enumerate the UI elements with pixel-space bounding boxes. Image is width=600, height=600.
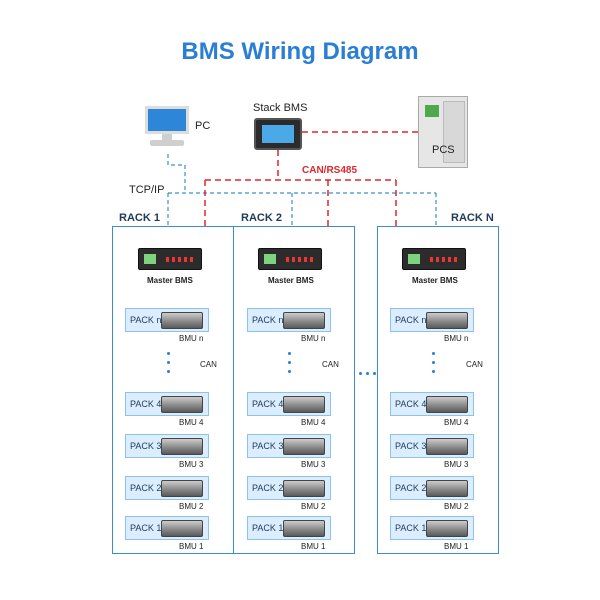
pack-label: PACK n bbox=[395, 315, 427, 325]
bmu-label: BMU 2 bbox=[444, 502, 469, 511]
pack-label: PACK 1 bbox=[130, 523, 162, 533]
stack-bms-label: Stack BMS bbox=[253, 102, 308, 114]
pc-link-line bbox=[167, 154, 186, 193]
pack-row-rack3-5: PACK 1 bbox=[390, 516, 474, 540]
master-bms-icon bbox=[138, 248, 202, 270]
pack-label: PACK 2 bbox=[252, 483, 284, 493]
battery-pack-icon bbox=[161, 480, 203, 497]
pack-row-rack1-1: PACK n bbox=[125, 308, 209, 332]
pcs-cabinet-icon bbox=[418, 96, 468, 168]
bmu-label: BMU 3 bbox=[179, 460, 204, 469]
bmu-label: BMU 3 bbox=[444, 460, 469, 469]
pack-ellipsis-rack2 bbox=[288, 352, 291, 379]
bmu-label: BMU 3 bbox=[301, 460, 326, 469]
pack-ellipsis-rack1 bbox=[167, 352, 170, 379]
battery-pack-icon bbox=[426, 438, 468, 455]
tcpip-label: TCP/IP bbox=[129, 184, 165, 196]
pack-row-rack3-1: PACK n bbox=[390, 308, 474, 332]
pack-row-rack1-3: PACK 3 bbox=[125, 434, 209, 458]
battery-pack-icon bbox=[426, 396, 468, 413]
pcs-label: PCS bbox=[432, 144, 455, 156]
master-bms-icon bbox=[258, 248, 322, 270]
pack-label: PACK n bbox=[252, 315, 284, 325]
pack-row-rack2-1: PACK n bbox=[247, 308, 331, 332]
battery-pack-icon bbox=[283, 520, 325, 537]
bmu-label: BMU n bbox=[179, 334, 204, 343]
master-bms-label-rackn: Master BMS bbox=[412, 276, 458, 285]
pack-label: PACK 1 bbox=[252, 523, 284, 533]
master-bms-icon bbox=[402, 248, 466, 270]
battery-pack-icon bbox=[283, 438, 325, 455]
battery-pack-icon bbox=[161, 520, 203, 537]
battery-pack-icon bbox=[426, 312, 468, 329]
stack-bms-icon bbox=[254, 118, 302, 150]
pack-label: PACK 4 bbox=[130, 399, 162, 409]
pack-row-rack3-4: PACK 2 bbox=[390, 476, 474, 500]
pack-label: PACK n bbox=[130, 315, 162, 325]
pack-row-rack2-3: PACK 3 bbox=[247, 434, 331, 458]
can-label-rack1: CAN bbox=[200, 360, 217, 369]
can-label-rackn: CAN bbox=[466, 360, 483, 369]
bmu-label: BMU 4 bbox=[301, 418, 326, 427]
pack-row-rack1-4: PACK 2 bbox=[125, 476, 209, 500]
pack-label: PACK 4 bbox=[395, 399, 427, 409]
pack-label: PACK 3 bbox=[252, 441, 284, 451]
pack-label: PACK 3 bbox=[395, 441, 427, 451]
master-bms-label-rack1: Master BMS bbox=[147, 276, 193, 285]
bmu-label: BMU 4 bbox=[444, 418, 469, 427]
pack-row-rack2-5: PACK 1 bbox=[247, 516, 331, 540]
rack-1-label: RACK 1 bbox=[119, 212, 160, 224]
battery-pack-icon bbox=[283, 396, 325, 413]
can-label-rack2: CAN bbox=[322, 360, 339, 369]
pack-label: PACK 2 bbox=[130, 483, 162, 493]
pc-base bbox=[150, 140, 184, 146]
pc-label: PC bbox=[195, 120, 211, 132]
battery-pack-icon bbox=[426, 480, 468, 497]
pack-row-rack2-4: PACK 2 bbox=[247, 476, 331, 500]
battery-pack-icon bbox=[426, 520, 468, 537]
bmu-label: BMU 4 bbox=[179, 418, 204, 427]
battery-pack-icon bbox=[283, 480, 325, 497]
pack-row-rack3-3: PACK 3 bbox=[390, 434, 474, 458]
pack-ellipsis-rackn bbox=[432, 352, 435, 379]
battery-pack-icon bbox=[283, 312, 325, 329]
battery-pack-icon bbox=[161, 396, 203, 413]
rack-2-label: RACK 2 bbox=[241, 212, 282, 224]
bmu-label: BMU 1 bbox=[301, 542, 326, 551]
can-rs485-label: CAN/RS485 bbox=[302, 165, 358, 176]
pack-label: PACK 2 bbox=[395, 483, 427, 493]
rack-n-label: RACK N bbox=[451, 212, 494, 224]
pack-label: PACK 1 bbox=[395, 523, 427, 533]
pack-row-rack1-5: PACK 1 bbox=[125, 516, 209, 540]
bmu-label: BMU n bbox=[444, 334, 469, 343]
battery-pack-icon bbox=[161, 312, 203, 329]
pc-icon bbox=[145, 106, 189, 134]
pack-row-rack3-2: PACK 4 bbox=[390, 392, 474, 416]
diagram-title: BMS Wiring Diagram bbox=[181, 38, 419, 65]
pack-row-rack1-2: PACK 4 bbox=[125, 392, 209, 416]
bmu-label: BMU n bbox=[301, 334, 326, 343]
battery-pack-icon bbox=[161, 438, 203, 455]
master-bms-label-rack2: Master BMS bbox=[268, 276, 314, 285]
pc-stand bbox=[162, 134, 172, 140]
bmu-label: BMU 2 bbox=[301, 502, 326, 511]
bmu-label: BMU 2 bbox=[179, 502, 204, 511]
bmu-label: BMU 1 bbox=[444, 542, 469, 551]
pack-row-rack2-2: PACK 4 bbox=[247, 392, 331, 416]
pack-label: PACK 4 bbox=[252, 399, 284, 409]
bmu-label: BMU 1 bbox=[179, 542, 204, 551]
rack-ellipsis bbox=[359, 362, 380, 375]
pack-label: PACK 3 bbox=[130, 441, 162, 451]
